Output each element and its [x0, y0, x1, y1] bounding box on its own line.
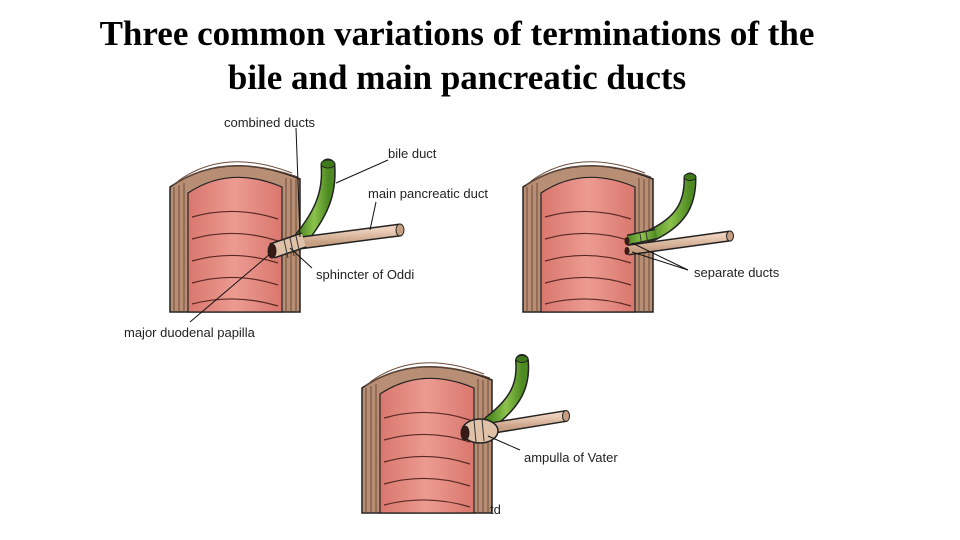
- page-title: Three common variations of terminations …: [0, 12, 914, 100]
- sphincter-1: [269, 233, 307, 258]
- label-bile-duct: bile duct: [388, 146, 437, 161]
- bile-duct-2: [645, 174, 695, 241]
- corner-mark: td: [490, 502, 501, 517]
- pancreatic-duct-2: [627, 232, 731, 254]
- title-line-2: bile and main pancreatic ducts: [227, 58, 687, 97]
- label-separate-ducts: separate ducts: [694, 265, 780, 280]
- title-line-1: Three common variations of terminations …: [99, 14, 815, 53]
- pancreatic-duct-3: [491, 411, 567, 433]
- panel-ampulla: ampulla of Vater td: [361, 354, 618, 517]
- panel-separate-ducts: separate ducts: [522, 160, 780, 313]
- panel-combined-ducts: combined ducts bile duct main pancreatic…: [124, 115, 488, 340]
- label-main-pancreatic-duct: main pancreatic duct: [368, 186, 488, 201]
- bile-duct-3: [484, 355, 528, 428]
- label-major-duodenal-papilla: major duodenal papilla: [124, 325, 256, 340]
- bile-duct-1: [294, 160, 335, 246]
- duodenum-1: [169, 160, 301, 313]
- label-sphincter-of-oddi: sphincter of Oddi: [316, 267, 414, 282]
- label-ampulla-of-vater: ampulla of Vater: [524, 450, 618, 465]
- pancreatic-duct-1: [299, 225, 401, 248]
- label-combined-ducts: combined ducts: [224, 115, 316, 130]
